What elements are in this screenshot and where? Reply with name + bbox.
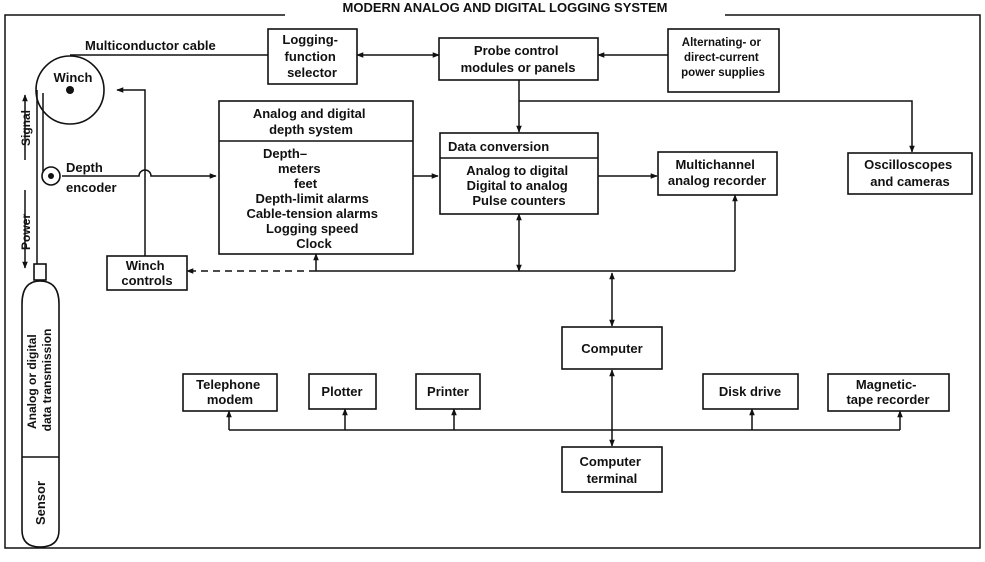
svg-text:Logging- function: Logging- function selector — [282, 32, 341, 80]
printer-box: Printer — [415, 373, 481, 410]
svg-text:Probe control modules or: Probe control modules or panels — [461, 43, 576, 75]
svg-text:Computer terminal: Computer terminal — [579, 454, 644, 486]
sensor-label: Sensor — [33, 481, 48, 525]
probe-transmission-label: Analog or digital data transmission — [25, 329, 54, 432]
signal-label: Signal — [19, 110, 33, 146]
cable-head — [33, 263, 47, 281]
outer-frame — [4, 14, 981, 549]
diagram-title: MODERN ANALOG AND DIGITAL LOGGING SYSTEM — [343, 0, 668, 15]
multichannel-recorder-box: Multichannel analog recorder — [657, 151, 778, 196]
logging-function-selector-box: Logging- function selector — [267, 28, 358, 85]
winch-assembly: Winch — [33, 55, 105, 281]
svg-text:Computer: Computer — [581, 341, 642, 356]
svg-text:Multichannel analog reco: Multichannel analog recorder — [668, 157, 766, 188]
svg-text:Disk drive: Disk drive — [719, 384, 781, 399]
logging-probe: Analog or digital data transmission Sens… — [21, 280, 60, 548]
power-label: Power — [19, 214, 33, 250]
winch-hub — [66, 86, 74, 94]
magnetic-tape-recorder-box: Magnetic- tape recorder — [827, 373, 950, 412]
disk-drive-box: Disk drive — [702, 373, 799, 410]
svg-text:Plotter: Plotter — [321, 384, 362, 399]
svg-text:Winch controls: Winch controls — [121, 258, 172, 288]
depth-system-box: Analog and digital depth system Depth– m… — [218, 100, 414, 255]
svg-text:Depth-limit alarms Cable: Depth-limit alarms Cable-tension alarms … — [246, 191, 381, 251]
svg-text:Data conversion: Data conversion — [448, 139, 549, 154]
oscilloscopes-box: Oscilloscopes and cameras — [847, 152, 973, 195]
multiconductor-cable-label: Multiconductor cable — [85, 38, 216, 53]
svg-text:Depth– meters feet: Depth– meters feet — [263, 146, 324, 191]
svg-text:Printer: Printer — [427, 384, 469, 399]
svg-text:Magnetic- tape recorder: Magnetic- tape recorder — [846, 377, 929, 407]
winch-controls-box: Winch controls — [106, 255, 188, 291]
winch-label: Winch — [54, 70, 93, 85]
svg-text:Oscilloscopes and camera: Oscilloscopes and cameras — [864, 157, 956, 189]
telephone-modem-box: Telephone modem — [182, 373, 278, 412]
data-conversion-box: Data conversion Analog to digital Digita… — [439, 132, 599, 215]
svg-text:Alternating- or direct-c: Alternating- or direct-current power sup… — [681, 37, 765, 79]
svg-text:Telephone modem: Telephone modem — [196, 377, 264, 407]
svg-text:Analog to digital Digita: Analog to digital Digital to analog Puls… — [466, 163, 571, 208]
svg-text:Analog and digital depth: Analog and digital depth system — [253, 106, 369, 137]
power-supplies-box: Alternating- or direct-current power sup… — [667, 28, 780, 93]
depth-encoder-label: Depth encoder — [66, 160, 117, 195]
plotter-box: Plotter — [308, 373, 377, 410]
computer-box: Computer — [561, 326, 663, 370]
connections — [62, 52, 915, 447]
probe-control-box: Probe control modules or panels — [438, 37, 599, 81]
computer-terminal-box: Computer terminal — [561, 446, 663, 493]
